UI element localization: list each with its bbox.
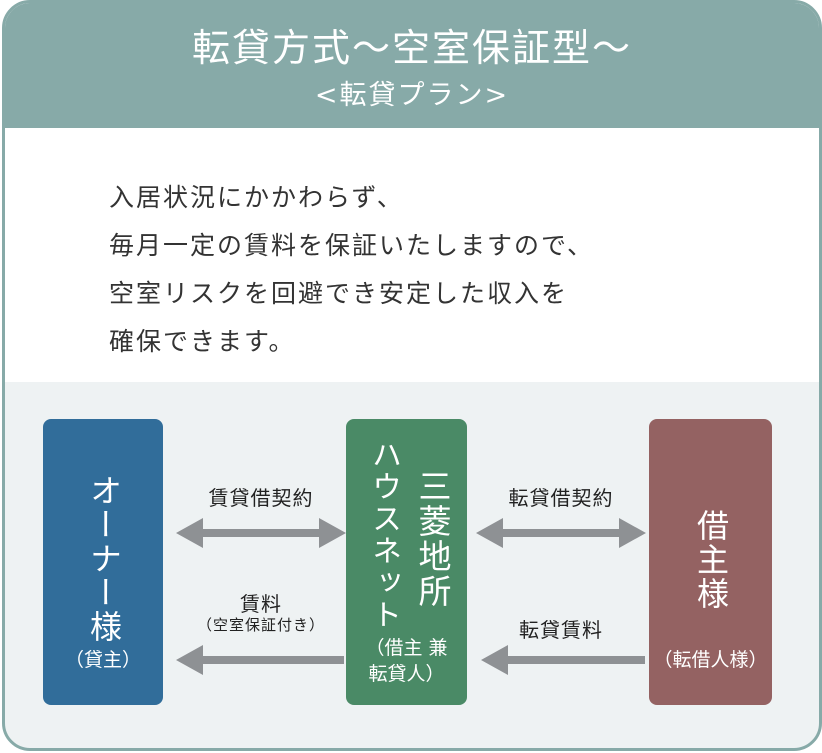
page-subtitle: <転貸プラン> <box>314 80 510 111</box>
tenant-box: 借主様 （転借人様） <box>649 419 772 705</box>
description-line: 入居状況にかかわらず、 <box>109 183 404 212</box>
company-box: 三菱地所 ハウスネット （借主 兼 転貸人） <box>346 419 467 705</box>
company-role-line1: （借主 兼 <box>365 637 448 659</box>
owner-name: オーナー様 <box>85 474 123 644</box>
company-role-line2: 転貸人） <box>368 663 445 685</box>
owner-role: （貸主） <box>64 649 141 671</box>
lease-contract-label: 賃貸借契約 <box>208 486 314 510</box>
left-arrow-icon <box>176 645 344 675</box>
left-arrow-icon <box>481 645 645 675</box>
description-line: 確保できます。 <box>109 327 296 356</box>
double-arrow-icon <box>476 518 646 548</box>
sublease-rent-label: 転貸賃料 <box>519 618 603 642</box>
owner-box: オーナー様 （貸主） <box>43 419 163 705</box>
tenant-role: （転借人様） <box>653 649 768 671</box>
description: 入居状況にかかわらず、 毎月一定の賃料を保証いたしますので、 空室リスクを回避で… <box>5 128 819 382</box>
tenant-name: 借主様 <box>692 509 730 611</box>
description-line: 毎月一定の賃料を保証いたしますので、 <box>109 231 595 260</box>
double-arrow-icon <box>176 518 346 548</box>
description-line: 空室リスクを回避でき安定した収入を <box>109 279 569 308</box>
header: 転貸方式～空室保証型～ <転貸プラン> <box>5 3 819 128</box>
rent-note: （空室保証付き） <box>196 616 325 634</box>
company-name-line1: 三菱地所 <box>413 469 452 609</box>
sublease-contract-label: 転貸借契約 <box>508 486 614 510</box>
page-title: 転貸方式～空室保証型～ <box>191 26 632 70</box>
rent-label: 賃料 <box>240 592 282 616</box>
company-name-line2: ハウスネット <box>366 439 401 631</box>
